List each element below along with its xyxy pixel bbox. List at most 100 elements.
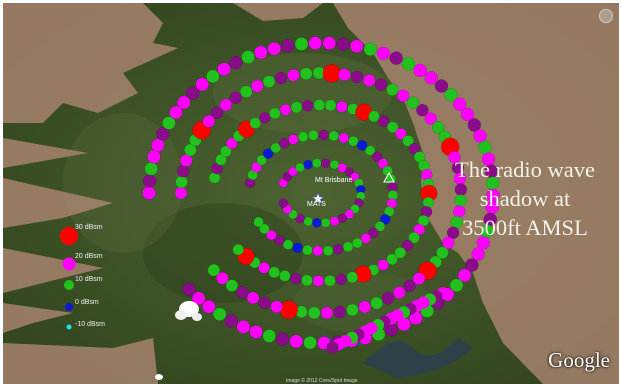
track-dot [295, 213, 305, 224]
track-dot [377, 259, 389, 271]
track-dot [169, 105, 183, 120]
track-dot [322, 245, 334, 256]
legend-label-0: 0 dBsm [75, 299, 99, 306]
track-dot [206, 69, 220, 84]
track-dot [324, 274, 336, 287]
track-dot [412, 272, 426, 285]
track-dot [408, 142, 421, 155]
track-dot [413, 63, 427, 78]
track-dot [254, 45, 268, 60]
track-dot [374, 221, 386, 232]
cloud-blob [155, 301, 202, 380]
track-dot [215, 154, 227, 166]
track-dot [324, 99, 337, 112]
legend-swatch [62, 257, 76, 271]
track-dot [249, 325, 263, 339]
track-dot [253, 216, 264, 228]
place-label-mats: MATS [307, 201, 326, 208]
star-marker-icon[interactable] [311, 192, 325, 205]
track-dot [147, 150, 161, 164]
track-dot [360, 233, 372, 244]
track-dot [386, 253, 398, 265]
compass-icon[interactable] [599, 9, 613, 23]
satellite-map[interactable]: The radio wave shadow at 3500ft AMSL 30 … [3, 3, 619, 384]
track-dot [442, 236, 455, 250]
track-dot [229, 55, 243, 70]
track-dot [320, 218, 331, 228]
track-dot [337, 162, 348, 173]
track-dot [363, 42, 378, 57]
track-dot [467, 118, 482, 132]
track-dot [220, 145, 232, 158]
track-dot [175, 175, 188, 189]
track-dot [473, 129, 487, 143]
track-dot [144, 162, 158, 176]
map-canvas [3, 3, 619, 384]
track-dot [322, 64, 342, 83]
track-dot [251, 161, 262, 173]
track-dot [446, 226, 460, 239]
legend-swatch [66, 324, 72, 330]
track-dot [320, 158, 331, 168]
caption-line-2: shadow at [479, 186, 571, 211]
track-dot [239, 85, 253, 98]
legend-label-neg10: -10 dBsm [75, 321, 105, 328]
river [363, 338, 473, 378]
track-dot [329, 159, 340, 170]
track-dot [280, 39, 295, 53]
track-dot [258, 296, 271, 310]
track-dot [202, 114, 216, 128]
track-dot [278, 198, 289, 209]
track-dot [338, 132, 350, 144]
track-dot [301, 99, 314, 112]
track-dot [408, 232, 420, 244]
track-dot [348, 135, 359, 147]
track-dot [381, 292, 395, 305]
track-dot [403, 279, 416, 293]
caption-line-1: The radio wave [455, 157, 595, 182]
track-dot [217, 62, 231, 76]
track-dot [219, 98, 233, 112]
track-dot [307, 306, 321, 320]
track-dot [241, 50, 255, 64]
track-dot [251, 79, 264, 93]
track-dot [356, 140, 368, 151]
track-dot [235, 285, 249, 299]
track-dot [432, 121, 445, 134]
track-dot [313, 99, 325, 111]
track-dot [335, 273, 347, 286]
track-dot [195, 77, 210, 92]
track-dot [301, 274, 313, 287]
track-dot [478, 140, 492, 155]
track-dot [274, 235, 285, 246]
track-dot [295, 162, 305, 173]
track-dot [262, 329, 276, 343]
track-dot [289, 272, 302, 285]
track-dot [444, 88, 458, 102]
track-dot [358, 300, 371, 314]
track-dot [179, 154, 193, 167]
track-dot [308, 130, 319, 141]
legend-label-30: 30 dBsm [75, 224, 103, 231]
track-dot [292, 242, 303, 254]
track-dot [401, 57, 416, 71]
track-dot [225, 279, 239, 292]
track-dot [396, 89, 410, 103]
track-dot [413, 223, 426, 236]
track-dot [258, 262, 270, 274]
track-dot [328, 130, 340, 142]
track-dot [185, 86, 200, 100]
track-dot [402, 135, 414, 147]
track-dot [337, 213, 348, 224]
track-dot [259, 223, 270, 235]
track-dot [302, 244, 313, 256]
triangle-marker-icon[interactable] [383, 171, 395, 183]
track-dot [275, 332, 290, 346]
track-dot [262, 75, 276, 88]
track-dot [191, 291, 206, 306]
track-dot [274, 71, 288, 85]
track-dot [202, 299, 216, 314]
track-dot [322, 36, 337, 50]
track-dot [329, 216, 340, 227]
track-dot [142, 174, 157, 188]
